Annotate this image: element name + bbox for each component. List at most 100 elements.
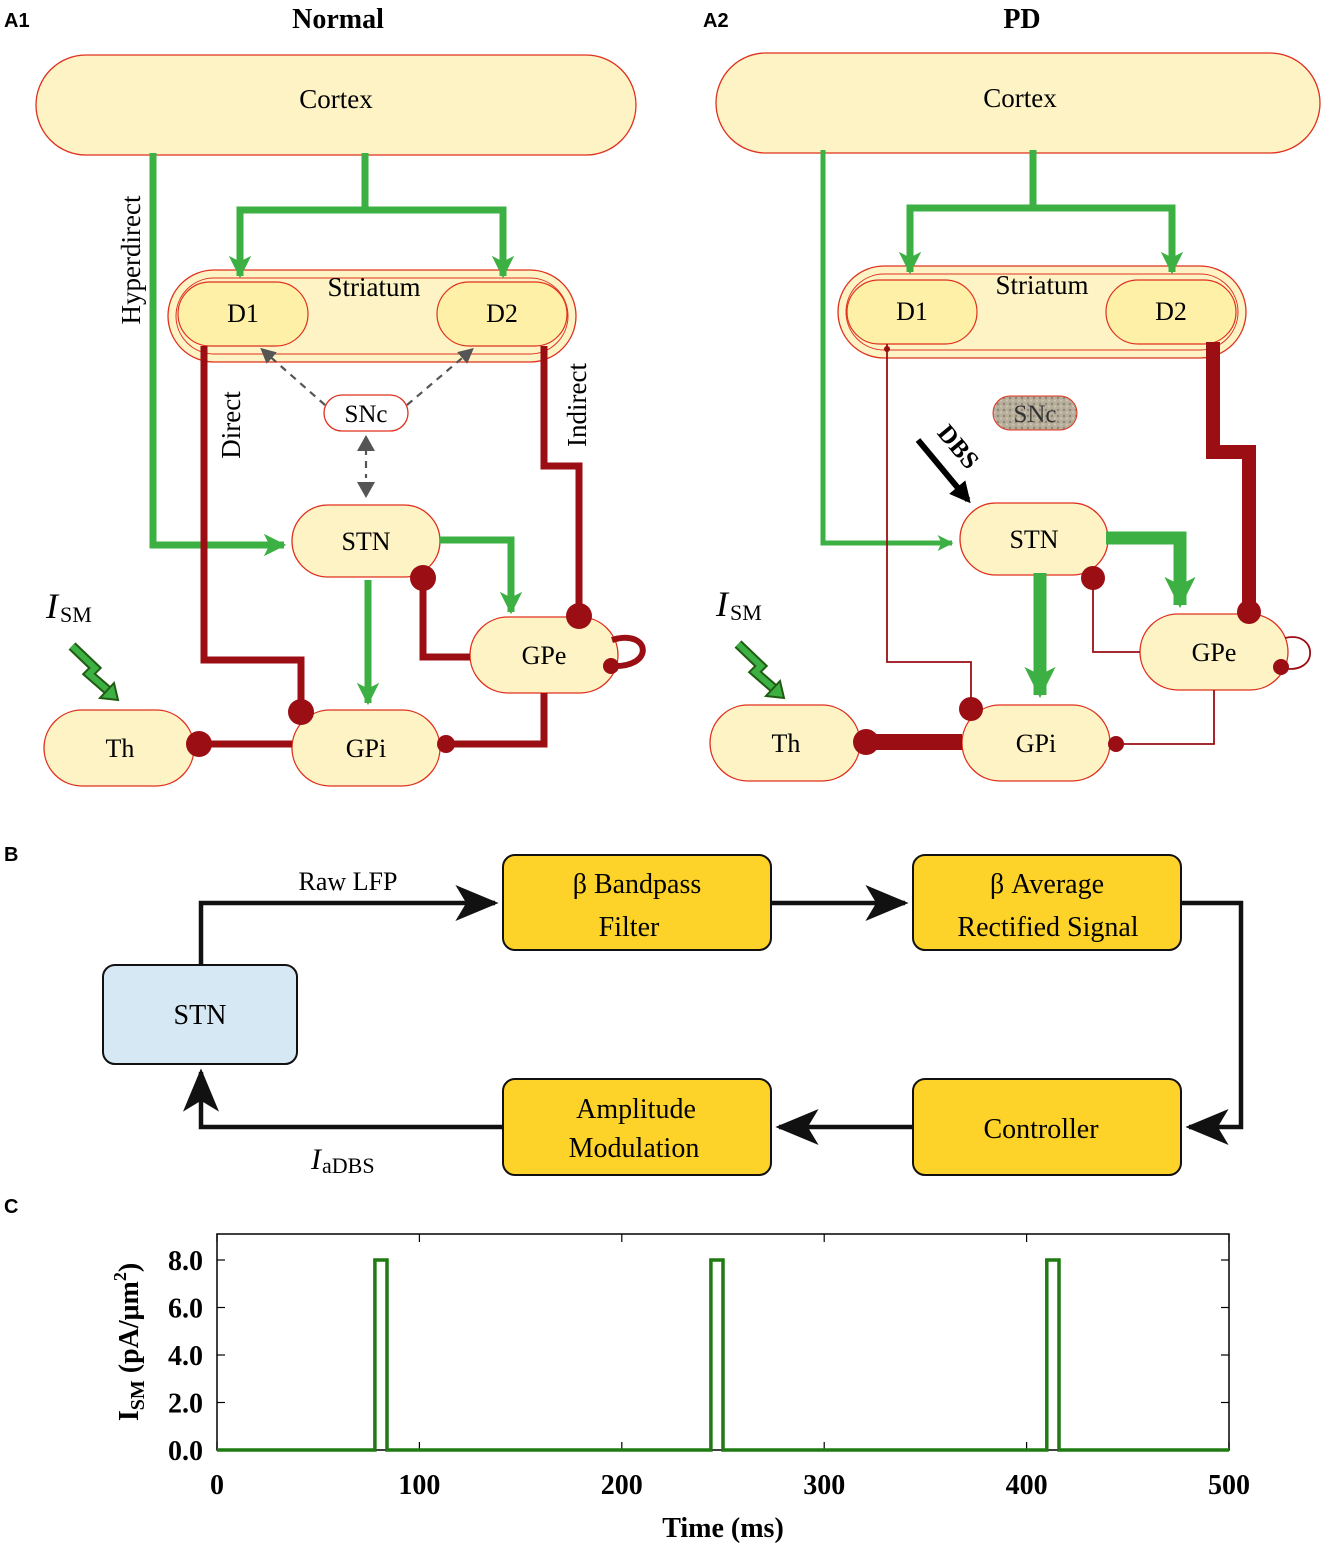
panel-label-a2: A2	[703, 10, 729, 32]
ism-input-label: ISM	[45, 586, 92, 627]
y-tick-label: 0.0	[168, 1436, 203, 1467]
panel-label-c: C	[4, 1196, 18, 1218]
striatum-label: Striatum	[328, 272, 421, 302]
synapse-origin-d1-pd	[884, 346, 890, 352]
d2-to-gpe-path	[540, 346, 583, 612]
x-tick-label: 100	[398, 1470, 440, 1501]
gpe-label: GPe	[522, 641, 567, 670]
d1-node	[177, 281, 309, 347]
x-tick-label: 200	[601, 1470, 643, 1501]
snc-to-d2-path	[406, 348, 474, 406]
stn-to-gpe-path-pd	[1106, 531, 1196, 609]
snc-to-d1-path	[260, 347, 326, 406]
hyperdirect-path-pd	[820, 150, 954, 552]
chart-ticks: 0 100 200 300 400 500 0.0 2.0 4.0 6.0 8.0	[168, 1234, 1250, 1501]
hyperdirect-path	[149, 153, 287, 557]
gpe-to-stn-path	[419, 580, 470, 661]
d2-node-pd	[1105, 279, 1237, 345]
gpi-label-pd: GPi	[1016, 729, 1056, 758]
synapse-gpi-th-pd	[853, 729, 879, 755]
snc-label-pd: SNc	[1013, 401, 1056, 428]
cortex-to-d2-path	[365, 206, 515, 279]
average-to-controller-arrow	[1181, 900, 1244, 1145]
d2-to-gpe-path-pd	[1206, 342, 1256, 605]
synapse-gpe-stn-pd	[1081, 566, 1105, 590]
x-tick-label: 300	[803, 1470, 845, 1501]
synapse-gpe-self-pd	[1273, 659, 1289, 675]
x-tick-label: 400	[1006, 1470, 1048, 1501]
gpe-to-gpi-path-pd	[1116, 690, 1215, 745]
hyperdirect-label: Hyperdirect	[116, 195, 146, 324]
panel-title-normal: Normal	[292, 4, 384, 35]
cortex-node-pd	[715, 52, 1321, 154]
d1-to-gpi-path-pd	[886, 344, 972, 702]
x-axis-label: Time (ms)	[662, 1513, 784, 1544]
amplitude-modulation-line2: Modulation	[569, 1133, 700, 1164]
bandpass-filter-line2: Filter	[599, 912, 660, 943]
direct-label: Direct	[216, 391, 246, 459]
lightning-arrowhead-a2	[763, 678, 786, 700]
panel-label-a1: A1	[4, 10, 30, 32]
synapse-gpe-stn	[410, 565, 436, 591]
synapse-gpe-self	[603, 658, 619, 674]
cortex-to-d1-path-pd	[898, 150, 1037, 275]
stn-block-label: STN	[174, 1000, 227, 1031]
panel-title-pd: PD	[1003, 4, 1040, 35]
striatum-inner-outline-pd	[845, 273, 1239, 351]
raw-lfp-arrow	[198, 885, 499, 965]
d1-label-pd: D1	[896, 297, 928, 326]
y-tick-label: 8.0	[168, 1246, 203, 1277]
y-tick-label: 4.0	[168, 1341, 203, 1372]
cortex-to-d1-path	[228, 153, 369, 279]
synapse-d2-gpe	[566, 603, 592, 629]
th-label-pd: Th	[772, 729, 801, 758]
gpe-self-loop-pd	[1281, 636, 1311, 670]
striatum-inner-outline	[175, 277, 569, 355]
gpi-label: GPi	[346, 734, 386, 763]
x-tick-label: 500	[1208, 1470, 1250, 1501]
synapse-d2-gpe-pd	[1237, 600, 1261, 624]
panel-a2: A2 PD Cortex Striatum D1 D2 SNc STN GPe …	[703, 4, 1321, 782]
striatum-label-pd: Striatum	[996, 270, 1089, 300]
d1-label: D1	[227, 299, 259, 328]
cortex-to-d2-path-pd	[1033, 204, 1184, 275]
snc-node	[323, 394, 409, 432]
average-rectified-line2: Rectified Signal	[957, 912, 1138, 943]
lightning-icon-a2	[735, 641, 780, 695]
th-label: Th	[106, 734, 135, 763]
y-tick-label: 2.0	[168, 1389, 203, 1420]
bandpass-filter-line1: β Bandpass	[573, 869, 702, 900]
adbs-output-label: IaDBS	[310, 1143, 375, 1178]
d2-label: D2	[486, 299, 518, 328]
ism-pulse-trace	[217, 1258, 1229, 1452]
stn-label: STN	[341, 527, 390, 556]
snc-stn-arrowhead-up	[357, 435, 375, 451]
panel-b: B STN β Bandpass Filter β Average Rectif…	[4, 844, 1244, 1178]
d2-node	[436, 281, 568, 347]
y-axis-label: ISM (pA/μm2)	[110, 1263, 149, 1421]
indirect-label: Indirect	[562, 363, 592, 447]
y-tick-label: 6.0	[168, 1294, 203, 1325]
x-tick-label: 0	[210, 1470, 224, 1501]
gpe-to-gpi-path	[446, 693, 548, 748]
snc-stn-arrowhead-down	[357, 482, 375, 498]
gpe-to-stn-path-pd	[1092, 580, 1140, 653]
d1-node-pd	[846, 279, 978, 345]
cortex-label: Cortex	[299, 84, 373, 114]
cortex-label-pd: Cortex	[983, 83, 1057, 113]
raw-lfp-label: Raw LFP	[299, 867, 398, 896]
synapse-gpe-gpi	[437, 735, 455, 753]
d1-to-gpi-path	[200, 346, 305, 708]
synapse-gpi-th	[186, 731, 212, 757]
cortex-node	[35, 54, 637, 156]
lightning-icon-a1	[69, 643, 114, 697]
stn-to-gpe-path	[440, 536, 523, 615]
gpe-self-loop	[611, 634, 646, 670]
stn-label-pd: STN	[1009, 525, 1058, 554]
controller-label: Controller	[983, 1114, 1099, 1145]
gpe-label-pd: GPe	[1192, 638, 1237, 667]
synapse-d1-gpi-pd	[959, 697, 983, 721]
panel-label-b: B	[4, 844, 18, 866]
panel-c: C 0 100 200 300 400 500 0.0 2.0 4.0 6.0 8.0 Time (…	[4, 1196, 1250, 1544]
